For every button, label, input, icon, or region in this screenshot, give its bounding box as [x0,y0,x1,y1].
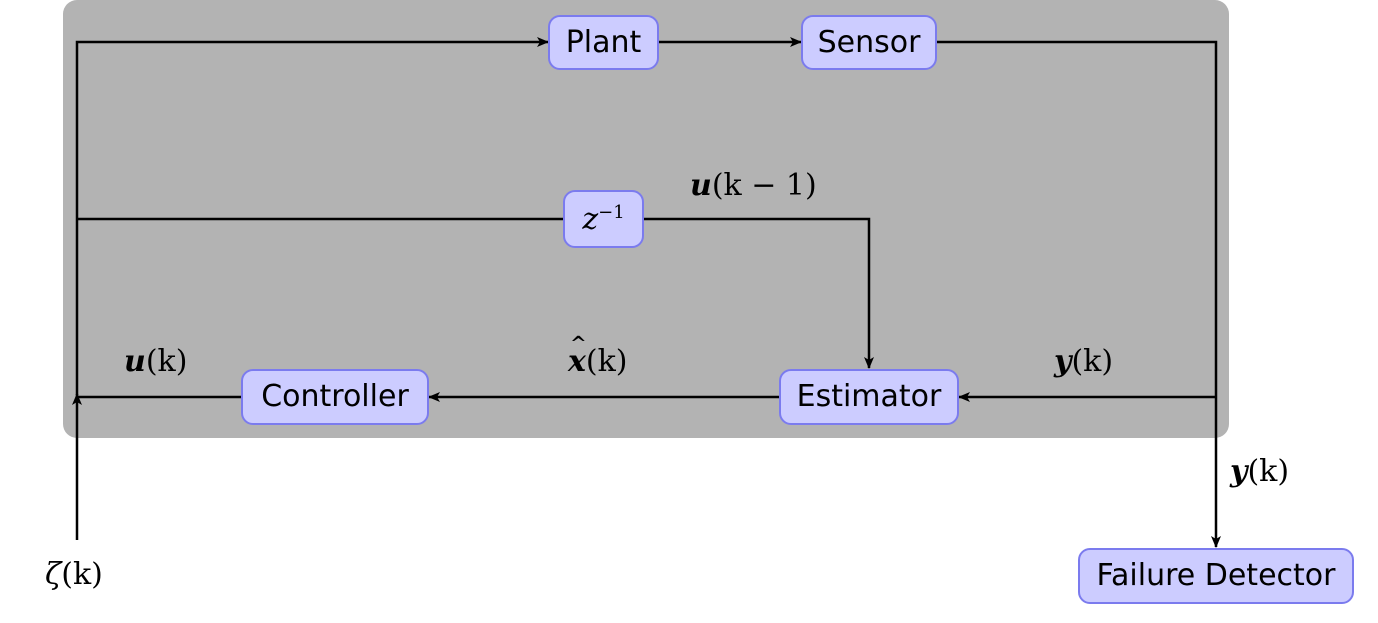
sensor-label: Sensor [817,24,921,60]
failure-detector-block: Failure Detector [1078,548,1354,604]
controller-block: Controller [241,369,429,425]
delay-label: z−1 [582,201,625,237]
delay-block: z−1 [563,190,644,248]
failure-detector-label: Failure Detector [1096,558,1336,593]
signal-label-u-k-minus-1: u(k − 1) [690,168,817,203]
plant-label: Plant [565,24,642,60]
signal-label-x-hat-k: x(k) [568,333,627,377]
signal-label-zeta-k: ζ(k) [45,557,103,592]
signal-label-y-k-estimator: y(k) [1054,344,1114,379]
wire-sensor-to-detector [936,40,1221,548]
estimator-block: Estimator [779,369,959,425]
controller-label: Controller [261,379,409,414]
estimator-label: Estimator [796,379,942,414]
wire-delay-to-estimator [643,217,874,369]
sensor-block: Sensor [801,15,937,70]
wire-to-plant [75,37,549,395]
signal-label-u-k: u(k) [124,344,188,379]
plant-block: Plant [548,15,659,70]
signal-label-y-k-detector: y(k) [1230,454,1290,489]
